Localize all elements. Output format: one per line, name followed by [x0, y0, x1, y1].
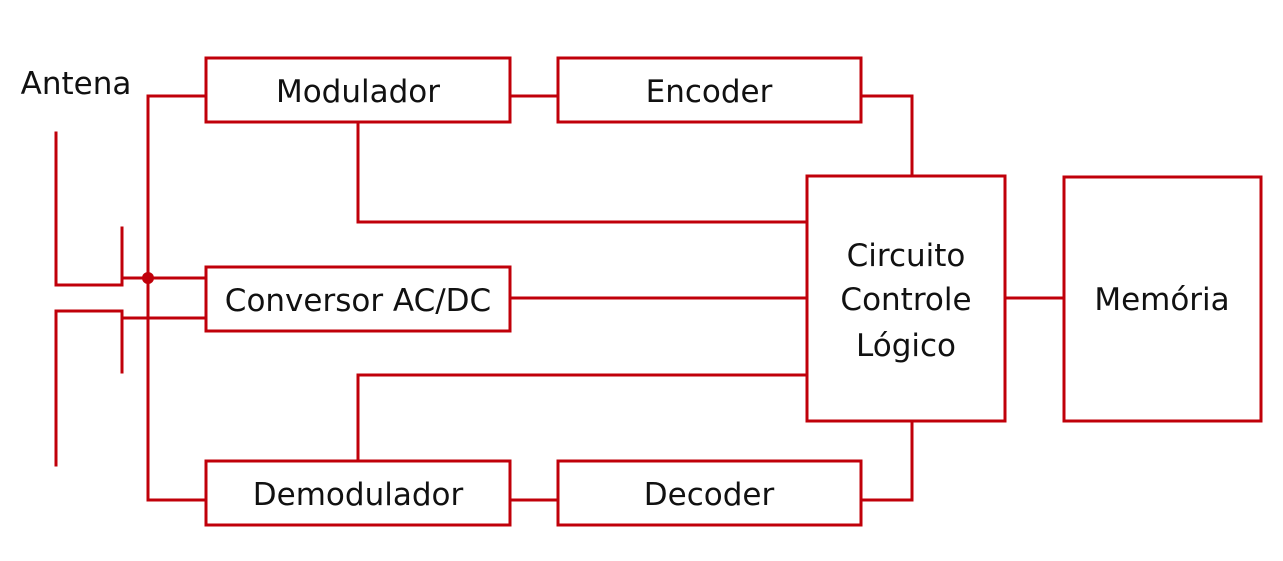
antenna-upper-element — [54, 131, 124, 287]
block-encoder: Encoder — [556, 56, 863, 124]
block-demodulador: Demodulador — [204, 459, 512, 527]
connection-wires — [120, 94, 1066, 502]
antenna-lower-element — [54, 309, 124, 467]
block-controle: Circuito Controle Lógico — [805, 174, 1007, 423]
decoder-box — [556, 459, 863, 527]
memoria-label: Memória — [1094, 282, 1229, 318]
encoder-controle-wire — [859, 94, 914, 178]
encoder-box — [556, 56, 863, 124]
modulador-label: Modulador — [276, 74, 440, 110]
decoder-label: Decoder — [644, 477, 775, 513]
demodulador-label: Demodulador — [253, 477, 464, 513]
controle-label-line-1: Circuito — [847, 238, 966, 274]
conversor-box — [204, 265, 512, 333]
demodulador-box — [204, 459, 512, 527]
controle-demodulador-wire — [356, 373, 809, 463]
conversor-label: Conversor AC/DC — [225, 283, 491, 319]
antenna-label: Antena — [21, 66, 132, 102]
junction-dot — [142, 272, 154, 284]
block-memoria: Memória — [1062, 175, 1263, 423]
memoria-box — [1062, 175, 1263, 423]
block-decoder: Decoder — [556, 459, 863, 527]
modulador-box — [204, 56, 512, 124]
decoder-controle-wire — [859, 419, 914, 502]
block-modulador: Modulador — [204, 56, 512, 124]
modulador-controle-wire — [356, 120, 809, 224]
antenna-symbol — [54, 131, 124, 467]
controle-label-line-3: Lógico — [856, 328, 956, 364]
block-conversor: Conversor AC/DC — [204, 265, 512, 333]
encoder-label: Encoder — [646, 74, 773, 110]
controle-label-line-2: Controle — [840, 282, 971, 318]
controle-box — [805, 174, 1007, 423]
